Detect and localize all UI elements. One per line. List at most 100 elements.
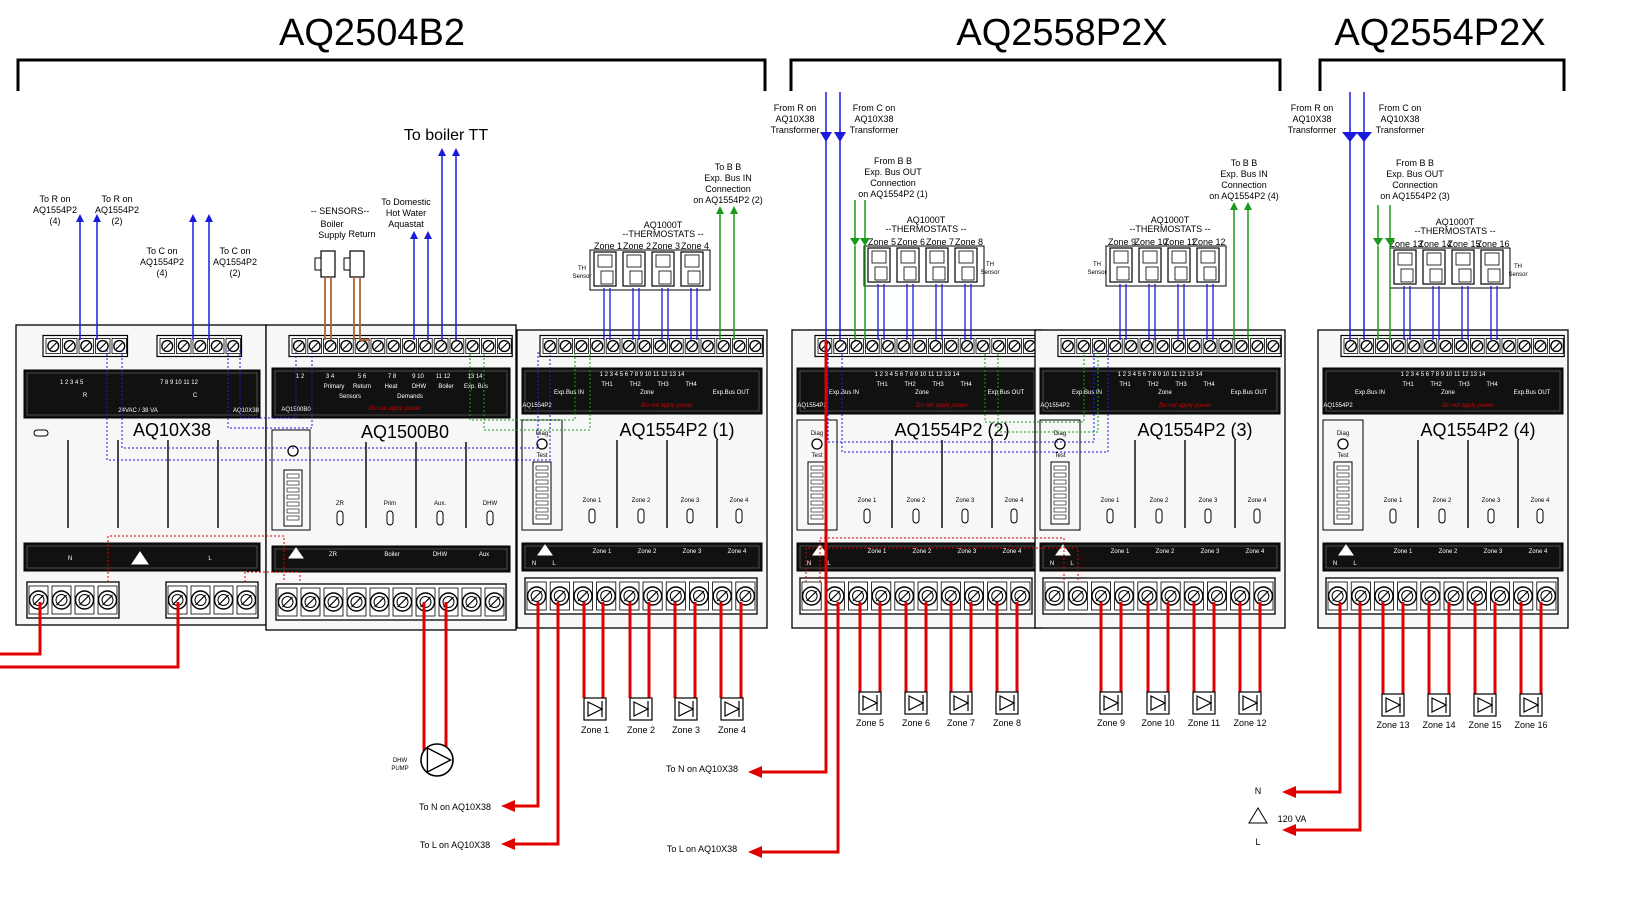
strip-text: TH3 [1175, 382, 1187, 388]
bus-green-dotted [997, 350, 1099, 433]
screw-slot [1378, 342, 1387, 350]
th-sensor-label: Sensor [1508, 272, 1527, 278]
screw-slot [358, 342, 366, 350]
screw-slot [751, 342, 759, 350]
thermostat-display [1113, 250, 1129, 264]
label-to-c-2: AQ1554P2 [213, 257, 257, 267]
warning-icon [1338, 544, 1354, 556]
module-name-aq1500b0: AQ1500B0 [361, 422, 449, 442]
pump-label-g3: Zone 10 [1141, 718, 1174, 728]
dip-switch-slider [535, 479, 549, 485]
label-exp-bus-out-1: on AQ1554P2 (1) [858, 189, 928, 199]
pump-label-g1: Zone 4 [718, 725, 746, 735]
label-exp-bus-in-4: Exp. Bus IN [1220, 169, 1268, 179]
diag-led [1054, 438, 1066, 450]
screw-slot [1118, 590, 1130, 602]
screw-slot [1127, 342, 1135, 350]
label-from-c-right: AQ10X38 [1380, 114, 1419, 124]
strip-inner [26, 372, 258, 416]
screw-slot [991, 590, 1003, 602]
label-exp-bus-in-2: Connection [705, 184, 751, 194]
label-from-r-right: From R on [1291, 103, 1334, 113]
bus-dotted [827, 350, 1095, 443]
pump-triangle [1242, 695, 1259, 711]
screw-slot [229, 342, 237, 350]
label-to-r-2: AQ1554P2 [95, 205, 139, 215]
screw-slot [1332, 590, 1344, 602]
output-led [386, 510, 394, 526]
label-exp-bus-out-1: Exp. Bus OUT [864, 167, 922, 177]
strip-text: TH1 [876, 382, 888, 388]
terminal-screw-inner [716, 590, 729, 602]
thermostat-display [929, 250, 945, 264]
strip-text: Zone 3 [958, 549, 977, 555]
thermostat-zone-label: Zone 11 [1164, 237, 1196, 247]
dip-switch-slider [1336, 465, 1350, 471]
label-120va: 120 VA [1278, 814, 1307, 824]
warning-text: Do not apply power [641, 403, 694, 409]
n-label: N [532, 561, 536, 567]
dip-switch-slider [810, 472, 824, 478]
screw-slot [806, 590, 818, 602]
zone-output-label: Zone 4 [730, 498, 749, 504]
screw-slot [1494, 590, 1506, 602]
screw-slot [1521, 342, 1529, 350]
strip-text: Boiler [384, 552, 399, 558]
terminal-screw-inner [1071, 590, 1084, 602]
screw-slot [453, 342, 461, 350]
terminal-screw-inner [875, 590, 888, 602]
screw-slot [625, 342, 633, 350]
dip-switch-slider [810, 507, 824, 513]
dip-switch-slider [286, 508, 300, 514]
thermostat-terminals [1116, 266, 1130, 281]
terminal-screw-inner [1470, 590, 1483, 602]
terminal-screw-inner [465, 596, 478, 608]
thermostat-terminals [1203, 266, 1217, 281]
label-to-l-2: To L on AQ10X38 [667, 844, 737, 854]
screw-slot [1552, 342, 1560, 350]
zone-led [637, 508, 645, 524]
zone-output-label: Zone 4 [1005, 498, 1024, 504]
pump-label-g3: Zone 11 [1188, 718, 1220, 728]
screw-slot [99, 342, 107, 350]
label-from-c-mid: From C on [853, 103, 896, 113]
strip-text: TH3 [1458, 382, 1470, 388]
screw-slot [995, 342, 1003, 350]
label-l: L [1255, 837, 1260, 847]
strip-text: TH2 [904, 382, 916, 388]
thermostat-zone-label: Zone 15 [1447, 239, 1480, 249]
strip-text: Zone 4 [1003, 549, 1022, 555]
screw-slot [1095, 342, 1104, 350]
screw-slot [554, 590, 566, 602]
dip-switch-slider [1336, 514, 1350, 520]
zone-output-label: Zone 3 [956, 498, 975, 504]
thermostat-terminals [1429, 268, 1443, 283]
pump-triangle [953, 695, 970, 711]
dip-switch-slider [1336, 507, 1350, 513]
terminal-screw-inner [1211, 590, 1223, 602]
screw-slot [1442, 342, 1450, 350]
strip-text: Aux [479, 552, 489, 558]
screw-slot [672, 342, 680, 350]
screw-slot [546, 342, 554, 350]
dip-switch-slider [286, 515, 300, 521]
screw-slot [1159, 342, 1167, 350]
wire-mains-l [0, 602, 180, 669]
strip-text: TH1 [1402, 382, 1414, 388]
aq10x38-label-strip [23, 369, 261, 419]
terminal-screw-inner [327, 596, 340, 608]
screw-slot [963, 342, 971, 350]
title-aq2504b2: AQ2504B2 [279, 12, 465, 54]
terminal-screw-inner [1118, 590, 1131, 602]
sensor-wire [359, 277, 370, 341]
label-exp-bus-in-4: on AQ1554P2 (4) [1209, 191, 1279, 201]
dip-switch-slider [810, 500, 824, 506]
screw-slot [720, 342, 728, 350]
strip-text: Primary [324, 384, 345, 390]
zone-led [686, 508, 694, 524]
terminal-screw-inner [240, 594, 253, 606]
screw-slot [1401, 590, 1413, 602]
thermostat-terminals [874, 266, 888, 281]
dip-switch-slider [810, 465, 824, 471]
dip-switch-slider [1336, 479, 1350, 485]
